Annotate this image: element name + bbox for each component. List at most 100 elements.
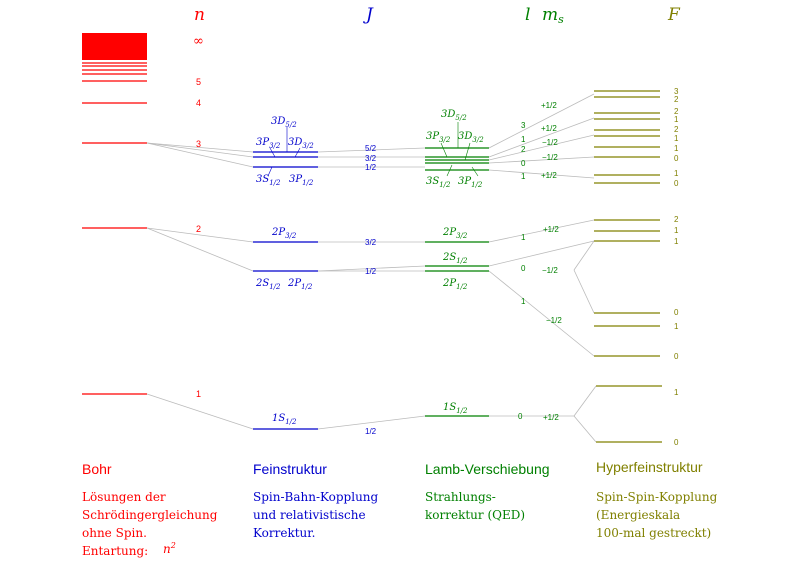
header-ms-base: m [542, 5, 558, 25]
f-label-8: 1 [674, 169, 679, 178]
j-label-n1-12: 1/2 [365, 427, 377, 436]
header-ms-sub: s [558, 13, 564, 26]
hyper-title: Hyperfeinstruktur [596, 459, 703, 475]
ms-label-8: +1/2 [543, 413, 559, 422]
f-label-12: 1 [674, 237, 679, 246]
j-label-n3-12: 1/2 [365, 163, 377, 172]
header-j: J [363, 5, 374, 25]
ms-label-4: +1/2 [541, 171, 557, 180]
n-label-4: 4 [196, 98, 201, 108]
fine-label-2s12: 2S1/2 [255, 278, 281, 291]
fine-label-3s12: 3S1/2 [256, 174, 281, 187]
l-labels: 3 1 2 0 1 1 0 1 0 [518, 121, 526, 421]
fine-state-labels: 3D5/2 3P3/2 3D3/2 3S1/2 3P1/2 2P3/2 2S1/… [255, 116, 314, 426]
l-label-8: 0 [518, 412, 523, 421]
bohr-column-caption: Bohr Lösungen der Schrödingergleichung o… [82, 461, 218, 558]
j-labels: 5/2 3/2 1/2 3/2 1/2 1/2 [365, 144, 377, 436]
l-label-2: 2 [521, 145, 526, 154]
f-label-3: 1 [674, 115, 679, 124]
lamb-label-2p12: 2P1/2 [442, 278, 468, 291]
bohr-degeneracy: n2 [163, 541, 176, 556]
n-label-1: 1 [196, 389, 201, 399]
lamb-title: Lamb-Verschiebung [425, 461, 550, 477]
lamb-tick-marks [440, 122, 479, 177]
lamb-label-3d52: 3D5/2 [441, 109, 467, 122]
j-label-n3-32: 3/2 [365, 154, 377, 163]
n-label-5: 5 [196, 77, 201, 87]
lamb-label-3s12: 3S1/2 [426, 176, 451, 189]
lamb-label-3p12: 3P1/2 [458, 176, 483, 189]
connector-lines [146, 93, 597, 443]
n-label-2: 2 [196, 224, 201, 234]
lamb-label-2p32: 2P3/2 [442, 227, 468, 240]
lamb-desc-line-1: Strahlungs- [425, 490, 496, 504]
ms-labels: +1/2 +1/2 −1/2 −1/2 +1/2 +1/2 −1/2 −1/2 … [541, 101, 562, 422]
f-label-6: 1 [674, 144, 679, 153]
f-label-15: 0 [674, 352, 679, 361]
f-labels: 3 2 2 1 2 1 1 0 1 0 2 1 1 0 1 0 1 0 [674, 87, 679, 447]
fine-label-3d52: 3D5/2 [271, 116, 297, 129]
lamb-desc-line-2: korrektur (QED) [425, 508, 525, 522]
lamb-label-3p32: 3P3/2 [426, 131, 451, 144]
fine-label-1s12: 1S1/2 [272, 413, 297, 426]
ms-label-5: +1/2 [543, 225, 559, 234]
fine-desc-line-2: und relativistische [253, 508, 366, 522]
l-label-4: 1 [521, 172, 526, 181]
f-label-17: 0 [674, 438, 679, 447]
l-label-1: 1 [521, 135, 526, 144]
ms-label-6: −1/2 [542, 266, 558, 275]
bohr-title: Bohr [82, 461, 112, 477]
header-n: n [194, 5, 205, 25]
header-ms: ms [542, 5, 564, 26]
ms-label-3: −1/2 [542, 153, 558, 162]
fine-levels [253, 151, 318, 430]
hyperfine-levels [594, 90, 662, 443]
f-label-0: 3 [674, 87, 679, 96]
bohr-continuum-block [82, 33, 147, 60]
l-label-0: 3 [521, 121, 526, 130]
ms-label-1: +1/2 [541, 124, 557, 133]
fine-label-2p12: 2P1/2 [287, 278, 313, 291]
f-label-5: 1 [674, 134, 679, 143]
fine-label-2p32: 2P3/2 [271, 227, 297, 240]
header-f: F [667, 5, 681, 25]
f-label-14: 1 [674, 322, 679, 331]
fine-title: Feinstruktur [253, 461, 327, 477]
fine-desc-line-1: Spin-Bahn-Kopplung [253, 490, 379, 504]
hyper-desc-line-1: Spin-Spin-Kopplung [596, 490, 718, 504]
ms-label-0: +1/2 [541, 101, 557, 110]
ms-label-2: −1/2 [542, 138, 558, 147]
f-label-4: 2 [674, 125, 679, 134]
lamb-column-caption: Lamb-Verschiebung Strahlungs- korrektur … [425, 461, 550, 522]
hyper-desc-line-2: (Energieskala [596, 508, 680, 522]
f-label-1: 2 [674, 95, 679, 104]
n-label-3: 3 [196, 139, 201, 149]
l-label-3: 0 [521, 159, 526, 168]
lamb-levels [425, 147, 489, 417]
fine-label-3p32: 3P3/2 [256, 137, 281, 150]
f-label-10: 2 [674, 215, 679, 224]
f-label-13: 0 [674, 308, 679, 317]
lamb-label-2s12: 2S1/2 [442, 252, 468, 265]
hyper-desc-line-3: 100-mal gestreckt) [596, 526, 711, 540]
j-label-n2-32: 3/2 [365, 238, 377, 247]
bohr-desc-line-2: Schrödingergleichung [82, 508, 218, 522]
fine-tick-marks [267, 127, 301, 177]
bohr-desc-line-1: Lösungen der [82, 490, 166, 504]
f-label-11: 1 [674, 226, 679, 235]
lamb-label-1s12: 1S1/2 [443, 402, 468, 415]
j-label-n2-12: 1/2 [365, 267, 377, 276]
fine-column-caption: Feinstruktur Spin-Bahn-Kopplung und rela… [253, 461, 379, 540]
bohr-levels [82, 33, 147, 395]
j-label-n3-52: 5/2 [365, 144, 377, 153]
fine-label-3d32: 3D3/2 [288, 137, 314, 150]
f-label-9: 0 [674, 179, 679, 188]
header-l: l [525, 5, 530, 25]
bohr-n-labels: 5 4 3 2 1 [196, 77, 201, 399]
header-infinity: ∞ [193, 34, 204, 49]
l-label-5: 1 [521, 233, 526, 242]
l-label-6: 0 [521, 264, 526, 273]
ms-label-7: −1/2 [546, 316, 562, 325]
f-label-16: 1 [674, 388, 679, 397]
